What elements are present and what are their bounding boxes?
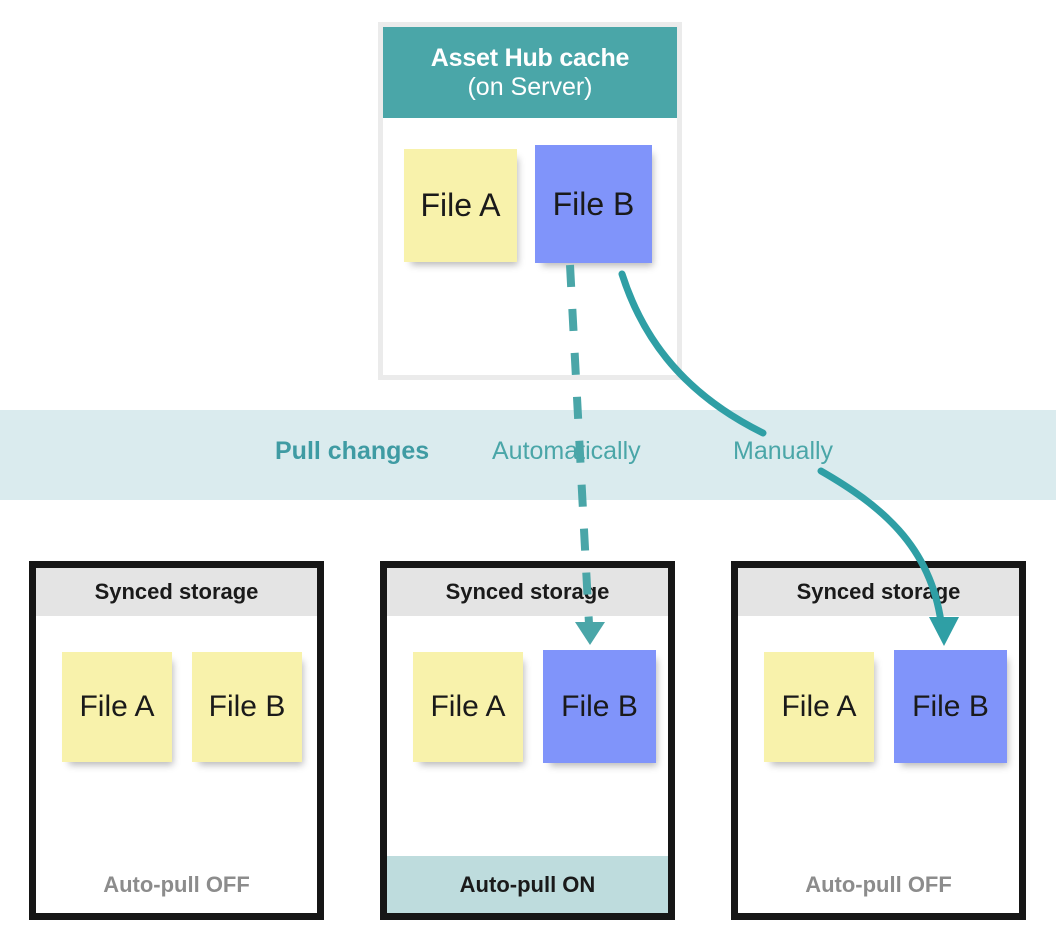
synced-storage-box-2: Synced storage File A File B Auto-pull O… bbox=[380, 561, 675, 920]
storage-2-note-file-a: File A bbox=[413, 652, 523, 762]
server-note-file-b-label: File B bbox=[552, 185, 635, 222]
server-note-file-a-label: File A bbox=[420, 187, 501, 223]
storage-2-auto-pull-status: Auto-pull ON bbox=[387, 856, 668, 913]
synced-storage-3-header: Synced storage bbox=[738, 568, 1019, 616]
asset-hub-cache-title: Asset Hub cache bbox=[430, 43, 630, 72]
synced-storage-box-1: Synced storage File A File B Auto-pull O… bbox=[29, 561, 324, 920]
storage-2-note-file-b-label: File B bbox=[561, 689, 638, 723]
storage-1-note-file-b-label: File B bbox=[208, 690, 286, 723]
asset-hub-cache-subtitle: (on Server) bbox=[467, 72, 593, 101]
synced-storage-1-header: Synced storage bbox=[36, 568, 317, 616]
asset-hub-cache-header: Asset Hub cache (on Server) bbox=[383, 27, 677, 118]
synced-storage-2-header: Synced storage bbox=[387, 568, 668, 616]
server-note-file-b: File B bbox=[535, 145, 652, 263]
storage-1-note-file-b: File B bbox=[192, 652, 302, 762]
storage-3-note-file-b: File B bbox=[894, 650, 1007, 763]
storage-3-note-file-a: File A bbox=[764, 652, 874, 762]
storage-2-note-file-b: File B bbox=[543, 650, 656, 763]
storage-2-note-file-a-label: File A bbox=[430, 690, 506, 723]
storage-1-note-file-a-label: File A bbox=[79, 690, 155, 723]
storage-1-auto-pull-status: Auto-pull OFF bbox=[36, 856, 317, 913]
pull-changes-label: Pull changes bbox=[275, 437, 430, 465]
automatically-label: Automatically bbox=[492, 437, 641, 465]
manually-label: Manually bbox=[733, 437, 834, 465]
storage-3-note-file-a-label: File A bbox=[781, 690, 857, 723]
asset-hub-cache-box: Asset Hub cache (on Server) File A File … bbox=[378, 22, 682, 380]
server-note-file-a: File A bbox=[404, 149, 517, 262]
storage-1-note-file-a: File A bbox=[62, 652, 172, 762]
synced-storage-box-3: Synced storage File A File B Auto-pull O… bbox=[731, 561, 1026, 920]
storage-3-note-file-b-label: File B bbox=[912, 689, 989, 723]
storage-3-auto-pull-status: Auto-pull OFF bbox=[738, 856, 1019, 913]
